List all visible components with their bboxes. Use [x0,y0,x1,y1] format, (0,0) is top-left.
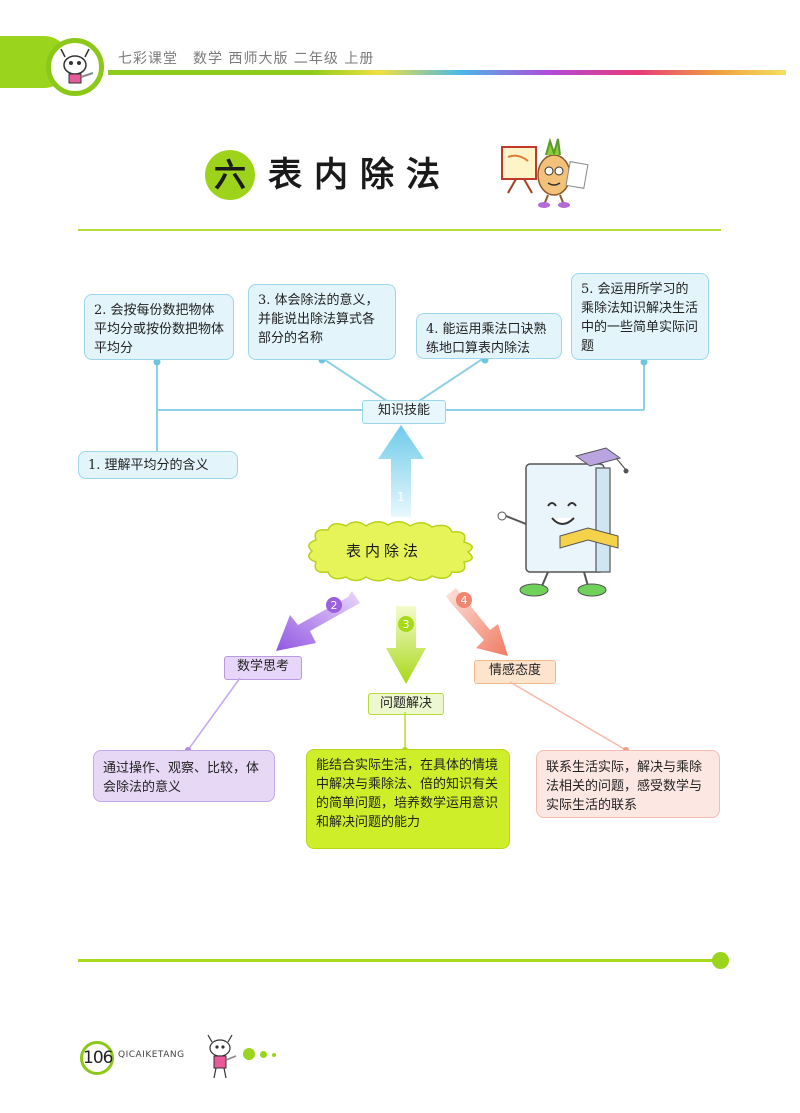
knowledge-item-1: 1. 理解平均分的含义 [78,451,238,479]
branch-label-problem-solving: 问题解决 [368,693,444,715]
footer-dot-large [243,1048,255,1060]
branch-thinking-text: 通过操作、观察、比较，体会除法的意义 [93,750,275,802]
connector-line [156,360,158,410]
bottom-rule [78,959,718,962]
branch-label-attitude: 情感态度 [474,660,556,684]
page-number: 106 [80,1041,114,1075]
branch-connectors [185,677,629,753]
arrow-1-number: 1 [397,490,405,504]
branch-problem-solving-text: 能结合实际生活，在具体的情境中解决与乘除法、倍的知识有关的简单问题，培养数学运用… [306,749,510,849]
knowledge-item-4: 4. 能运用乘法口诀熟练地口算表内除法 [416,313,562,359]
footer-brand: QICAIKETANG [118,1050,185,1060]
pineapple-painter-icon [501,137,589,208]
arrow-4-number: 4 [461,594,468,607]
mascot-badge [46,38,104,96]
arrow-2-thinking: 2 [276,591,360,651]
knowledge-item-3: 3. 体会除法的意义，并能说出除法算式各部分的名称 [248,284,396,360]
connector-line [156,410,158,452]
footer-dot-medium [260,1051,267,1058]
header-rainbow-rule [108,70,786,75]
connector-diagonals [321,357,485,408]
arrow-1-up: 1 [378,425,424,517]
hub-label: 知识技能 [362,400,446,424]
bottom-rule-dot [712,952,729,969]
chapter-title: 表内除法 [268,155,452,195]
center-burst [308,521,473,582]
center-topic: 表内除法 [346,542,423,560]
arrow-3-number: 3 [403,618,410,631]
mascot-icon [60,48,94,84]
footer-mascot-icon [207,1034,237,1079]
branch-attitude-text: 联系生活实际，解决与乘除法相关的问题，感受数学与实际生活的联系 [536,750,720,818]
connector-line [643,360,645,410]
arrow-2-number: 2 [331,599,338,612]
arrow-3-problem-solving: 3 [386,606,426,684]
arrow-4-attitude: 4 [446,588,508,656]
header-text: 七彩课堂 数学 西师大版 二年级 上册 [118,51,375,67]
footer-dot-small [272,1053,276,1057]
knowledge-item-2: 2. 会按每份数把物体平均分或按份数把物体平均分 [84,294,234,360]
chapter-number: 六 [205,150,255,200]
book-mascot-icon [497,447,629,597]
connector-dots [153,356,648,366]
branch-label-thinking: 数学思考 [224,656,302,680]
knowledge-item-5: 5. 会运用所学习的乘除法知识解决生活中的一些简单实际问题 [571,273,709,360]
title-rule [78,229,721,231]
